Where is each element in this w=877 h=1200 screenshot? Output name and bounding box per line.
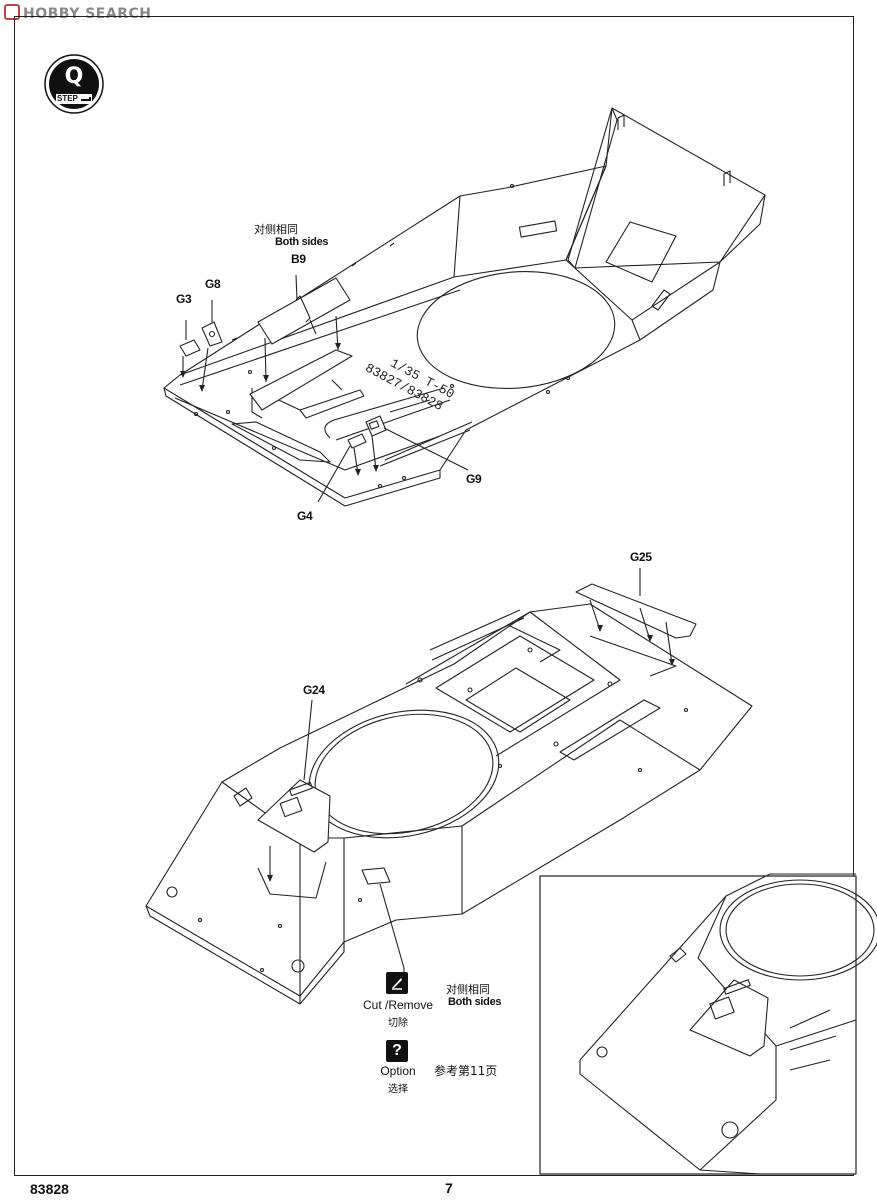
inset-drawing	[579, 873, 877, 1175]
lower-hull	[145, 568, 753, 1005]
option-icon: ?	[386, 1040, 408, 1062]
step-number: Q	[64, 64, 84, 89]
watermark-text: HOBBY SEARCH	[23, 6, 152, 22]
legend-both-sides-en: Both sides	[448, 996, 502, 1008]
cut-remove-icon	[386, 972, 408, 994]
tank-icon	[81, 97, 91, 101]
step-word: STEP	[57, 94, 78, 103]
upper-both-sides-zh: 对侧相同	[254, 223, 298, 236]
product-code: 83828	[30, 1181, 69, 1197]
step-badge: Q STEP	[44, 54, 104, 114]
part-label-g9: G9	[466, 472, 482, 486]
upper-hull-interior	[163, 107, 766, 507]
option-label: Option	[380, 1064, 416, 1078]
part-label-g25: G25	[630, 550, 652, 564]
part-label-g8: G8	[205, 277, 221, 291]
option-reference: 参考第11页	[434, 1064, 498, 1078]
knife-icon	[392, 978, 402, 990]
option-zh: 选择	[388, 1084, 408, 1095]
step-badge-graphic	[44, 54, 104, 114]
part-label-g3: G3	[176, 292, 192, 306]
small-parts-upper	[179, 300, 469, 503]
part-b9-drawing	[249, 274, 353, 411]
part-label-g4: G4	[297, 509, 313, 523]
legend-both-sides-zh: 对侧相同	[446, 983, 490, 996]
cut-remove-zh: 切除	[388, 1018, 408, 1029]
logo-icon	[4, 4, 20, 20]
upper-both-sides-en: Both sides	[275, 236, 329, 248]
part-label-b9: B9	[291, 252, 306, 266]
watermark: HOBBY SEARCH	[4, 4, 151, 22]
page-frame	[14, 16, 854, 1176]
page-number: 7	[445, 1180, 453, 1196]
cut-remove-label: Cut /Remove	[362, 998, 434, 1012]
part-label-g24: G24	[303, 683, 325, 697]
